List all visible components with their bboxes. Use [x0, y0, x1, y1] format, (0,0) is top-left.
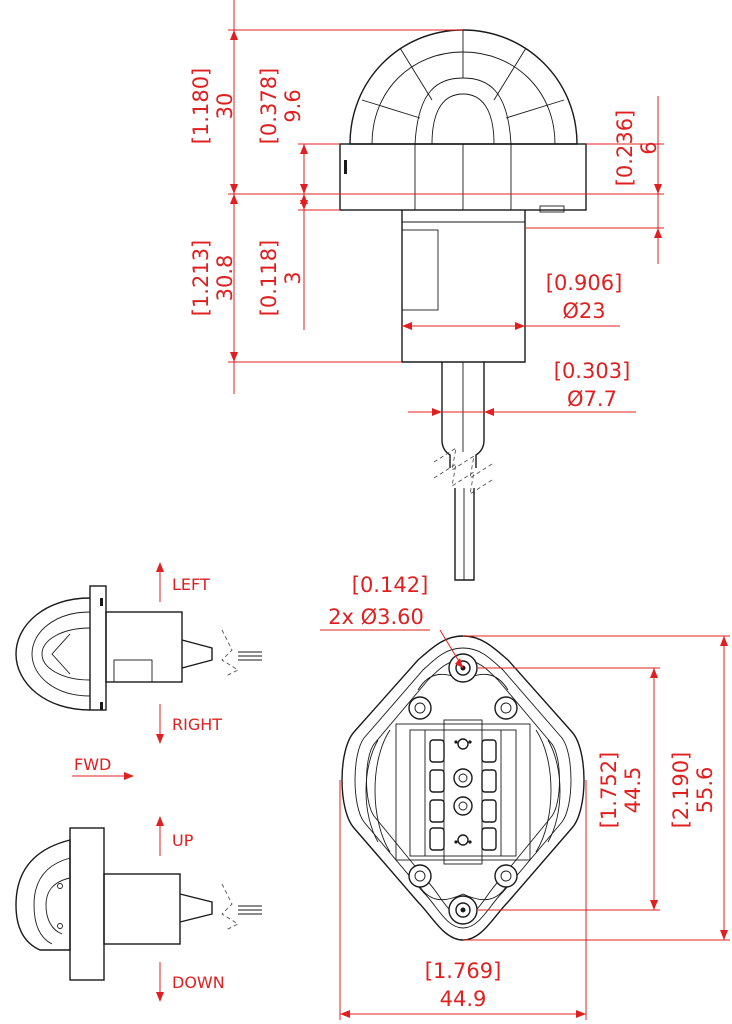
dim-hole-spacing: [1.752] 44.5 [597, 752, 645, 829]
svg-text:30.8: 30.8 [213, 255, 237, 302]
svg-text:55.6: 55.6 [693, 767, 717, 814]
dimension-lines-top [228, 0, 664, 416]
dim-dome-rim: [0.378] 9.6 [257, 68, 305, 145]
svg-text:[1.769]: [1.769] [425, 959, 502, 983]
dim-step: [0.118] 3 [257, 240, 305, 317]
svg-text:Ø23: Ø23 [562, 299, 605, 323]
label-right: RIGHT [172, 715, 222, 734]
dim-flange-thickness: [0.236] 6 [613, 110, 661, 187]
dimension-lines-bottom [320, 629, 730, 1020]
label-up: UP [172, 831, 194, 850]
svg-text:[1.752]: [1.752] [597, 752, 621, 829]
fwd-arrow-icon [124, 772, 134, 780]
svg-text:44.5: 44.5 [621, 767, 645, 814]
label-left: LEFT [172, 575, 210, 594]
svg-text:[2.190]: [2.190] [669, 752, 693, 829]
svg-text:9.6: 9.6 [281, 89, 305, 122]
label-fwd: FWD [74, 755, 111, 774]
front-view [341, 635, 585, 941]
svg-text:3: 3 [281, 271, 305, 284]
svg-text:[0.142]: [0.142] [352, 573, 429, 597]
svg-text:[0.303]: [0.303] [554, 359, 631, 383]
svg-text:[0.906]: [0.906] [546, 271, 623, 295]
dim-dome-height: [1.180] 30 [189, 68, 237, 145]
svg-text:44.9: 44.9 [440, 987, 487, 1011]
side-view-up-down [15, 827, 262, 981]
up-arrow-icon [156, 816, 164, 826]
orientation-arrows [72, 562, 164, 1002]
label-down: DOWN [172, 973, 225, 992]
down-arrow-icon [156, 992, 164, 1002]
svg-text:[0.236]: [0.236] [613, 110, 637, 187]
svg-text:Ø7.7: Ø7.7 [567, 387, 617, 411]
svg-text:[1.213]: [1.213] [189, 240, 213, 317]
left-arrow-icon [156, 562, 164, 572]
svg-text:6: 6 [637, 141, 661, 154]
dim-mount-holes: [0.142] 2x Ø3.60 [328, 573, 428, 629]
svg-text:[1.180]: [1.180] [189, 68, 213, 145]
svg-text:2x Ø3.60: 2x Ø3.60 [328, 605, 424, 629]
dim-cable-diameter: [0.303] Ø7.7 [554, 359, 631, 411]
dim-overall-height: [2.190] 55.6 [669, 752, 717, 829]
side-view-left-right [15, 585, 262, 711]
svg-text:30: 30 [213, 93, 237, 120]
side-elevation-view [339, 29, 587, 581]
dim-body-diameter: [0.906] Ø23 [546, 271, 623, 323]
right-arrow-icon [156, 734, 164, 744]
svg-text:[0.118]: [0.118] [257, 240, 281, 317]
svg-text:[0.378]: [0.378] [257, 68, 281, 145]
dim-body-height: [1.213] 30.8 [189, 240, 237, 317]
dim-overall-width: [1.769] 44.9 [425, 959, 502, 1011]
